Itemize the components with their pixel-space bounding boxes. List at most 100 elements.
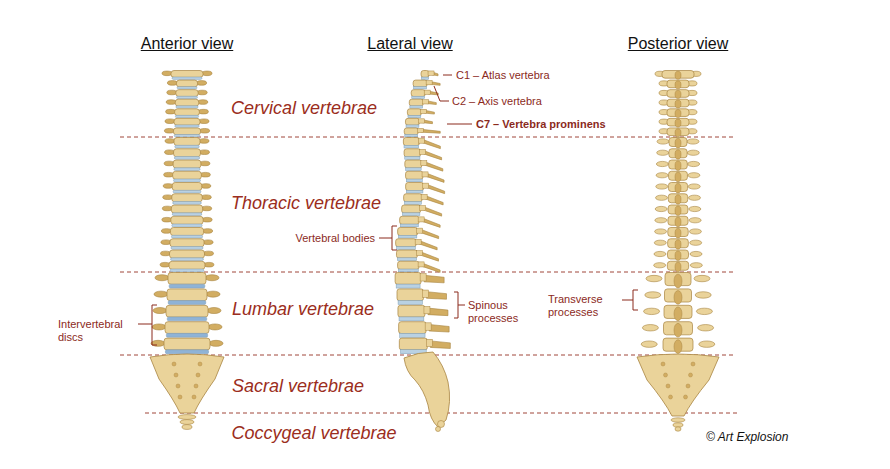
leader-line — [458, 305, 465, 306]
vertebral-body — [173, 160, 201, 168]
transverse-process — [153, 308, 167, 314]
spinous-process — [675, 251, 681, 260]
intervertebral-disc — [175, 145, 199, 148]
view-heading: Anterior view — [141, 35, 233, 53]
vertebral-body — [396, 239, 417, 247]
vertebra — [153, 305, 221, 321]
transverse-process — [689, 195, 701, 200]
coccyx-segment — [182, 425, 192, 430]
vertebral-body — [399, 322, 427, 334]
spinous-process — [419, 241, 437, 250]
vertebral-body — [164, 338, 210, 350]
vertebral-body — [165, 322, 209, 334]
sacral-foramen — [669, 395, 673, 399]
pedicle — [418, 138, 424, 143]
transverse-process — [698, 325, 714, 331]
transverse-process — [655, 218, 667, 223]
intervertebral-disc — [177, 87, 197, 89]
vertebra — [657, 138, 699, 148]
intervertebral-disc — [400, 224, 418, 227]
transverse-process — [199, 150, 209, 155]
intervertebral-disc — [175, 115, 198, 117]
vertebra — [659, 90, 697, 99]
vertebral-body — [397, 289, 424, 301]
vertebra — [164, 128, 209, 137]
transverse-process — [695, 292, 711, 298]
transverse-process — [208, 324, 222, 330]
intervertebral-disc — [173, 190, 201, 193]
vertebra — [409, 99, 436, 108]
pedicle — [421, 194, 427, 199]
vertebra — [659, 128, 697, 137]
pedicle — [422, 172, 428, 177]
transverse-process — [160, 262, 170, 267]
vertebral-body — [400, 216, 420, 224]
vertebra — [654, 239, 701, 249]
vertebra — [655, 205, 701, 215]
vertebra — [403, 138, 440, 149]
spinous-process — [422, 139, 440, 148]
spinous-process — [420, 252, 438, 261]
pedicle — [425, 323, 431, 330]
vertebral-body — [173, 128, 200, 135]
transverse-process — [694, 275, 710, 281]
spinous-process — [674, 340, 682, 354]
region-label: Thoracic vertebrae — [231, 193, 381, 214]
vertebra — [645, 289, 711, 304]
vertebra — [656, 171, 700, 181]
spinous-process — [675, 90, 681, 98]
intervertebral-disc — [396, 247, 415, 250]
transverse-process — [654, 263, 666, 268]
spinous-process — [675, 150, 681, 159]
vertebral-body — [404, 128, 418, 135]
pedicle — [420, 274, 426, 281]
vertebra — [399, 338, 450, 354]
transverse-process — [203, 240, 213, 245]
transverse-process — [162, 206, 172, 211]
intervertebral-disc — [402, 213, 419, 216]
spinous-process — [675, 195, 681, 204]
transverse-process — [200, 161, 210, 166]
spinous-process — [674, 307, 682, 321]
spinous-process — [675, 172, 681, 181]
spinous-process — [427, 292, 447, 300]
vertebral-body — [176, 80, 197, 87]
callout-label: C7 – Vertebra prominens — [476, 118, 606, 131]
spinous-process — [675, 100, 681, 108]
transverse-process — [657, 150, 669, 155]
spinous-process — [675, 217, 681, 226]
vertebra — [167, 90, 207, 99]
bracket — [152, 305, 157, 345]
intervertebral-disc — [405, 135, 418, 137]
vertebra — [400, 216, 441, 227]
pedicle — [423, 183, 429, 188]
transverse-process — [202, 206, 212, 211]
divider-line — [120, 137, 736, 138]
transverse-process — [165, 150, 175, 155]
transverse-process — [167, 90, 177, 95]
posterior-spine — [637, 71, 719, 432]
transverse-process — [163, 195, 173, 200]
leader-line — [447, 124, 472, 125]
spinous-process — [674, 274, 682, 288]
sacral-foramen — [174, 373, 178, 377]
pedicle — [418, 262, 424, 267]
vertebral-body — [411, 90, 425, 97]
vertebral-body — [174, 118, 200, 125]
view-heading: Lateral view — [367, 35, 452, 53]
sacral-foramen — [172, 362, 176, 366]
vertebral-body — [405, 118, 419, 125]
transverse-process — [162, 217, 172, 222]
vertebra — [161, 239, 213, 250]
transverse-process — [655, 229, 667, 234]
spinous-process — [421, 129, 440, 133]
spinous-process — [421, 229, 439, 238]
spinous-process — [674, 291, 682, 305]
transverse-process — [699, 341, 715, 347]
pedicle — [420, 149, 426, 154]
transverse-process — [201, 184, 211, 189]
spinous-process — [675, 240, 681, 249]
vertebra — [654, 261, 703, 271]
sacral-foramen — [198, 362, 202, 366]
